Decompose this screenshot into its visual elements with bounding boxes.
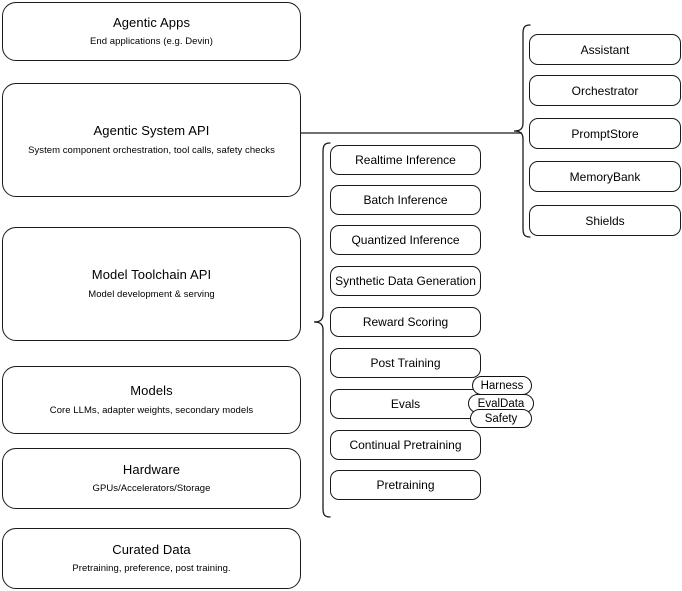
- capability-chip-synthetic-data-generation[interactable]: Synthetic Data Generation: [330, 266, 481, 296]
- system-component-chip-assistant[interactable]: Assistant: [529, 34, 681, 65]
- layer-box-curated-data[interactable]: Curated Data Pretraining, preference, po…: [2, 528, 301, 589]
- capability-label: Evals: [390, 397, 421, 411]
- layer-subtitle: Model development & serving: [88, 288, 215, 300]
- capability-label: Realtime Inference: [355, 153, 456, 167]
- capability-label: Batch Inference: [363, 193, 448, 207]
- eval-pill-label: Safety: [484, 412, 518, 425]
- layer-box-models[interactable]: Models Core LLMs, adapter weights, secon…: [2, 366, 301, 434]
- system-component-chip-memorybank[interactable]: MemoryBank: [529, 161, 681, 192]
- eval-pill-harness[interactable]: Harness: [472, 376, 532, 395]
- layer-subtitle: Core LLMs, adapter weights, secondary mo…: [49, 404, 254, 416]
- capability-label: Continual Pretraining: [349, 438, 462, 452]
- brace-model-toolchain-capabilities: [312, 142, 332, 518]
- system-component-chip-shields[interactable]: Shields: [529, 205, 681, 236]
- layer-box-agentic-system-api[interactable]: Agentic System API System component orch…: [2, 83, 301, 197]
- system-component-chip-promptstore[interactable]: PromptStore: [529, 118, 681, 149]
- capability-chip-quantized-inference[interactable]: Quantized Inference: [330, 225, 481, 255]
- layer-title: Models: [130, 383, 173, 399]
- layer-subtitle: Pretraining, preference, post training.: [72, 563, 231, 575]
- layer-title: Agentic System API: [93, 123, 210, 139]
- layer-subtitle: System component orchestration, tool cal…: [28, 144, 275, 156]
- eval-pill-safety[interactable]: Safety: [470, 409, 532, 428]
- capability-label: Synthetic Data Generation: [335, 274, 476, 288]
- capability-label: Quantized Inference: [351, 233, 460, 247]
- system-component-label: Shields: [585, 213, 625, 228]
- capability-chip-reward-scoring[interactable]: Reward Scoring: [330, 307, 481, 337]
- layer-title: Model Toolchain API: [91, 267, 212, 283]
- layer-title: Agentic Apps: [112, 14, 191, 30]
- capability-label: Reward Scoring: [362, 315, 449, 329]
- system-component-label: Orchestrator: [571, 83, 639, 98]
- capability-chip-evals[interactable]: Evals: [330, 389, 481, 419]
- layer-subtitle: End applications (e.g. Devin): [90, 36, 213, 48]
- system-component-label: PromptStore: [571, 126, 639, 141]
- layer-title: Curated Data: [112, 541, 191, 557]
- capability-label: Pretraining: [376, 478, 435, 492]
- eval-pill-label: EvalData: [477, 397, 525, 410]
- layer-subtitle: GPUs/Accelerators/Storage: [92, 483, 211, 495]
- capability-chip-post-training[interactable]: Post Training: [330, 348, 481, 378]
- capability-chip-batch-inference[interactable]: Batch Inference: [330, 185, 481, 215]
- capability-label: Post Training: [370, 356, 441, 370]
- layer-box-hardware[interactable]: Hardware GPUs/Accelerators/Storage: [2, 448, 301, 509]
- system-component-label: MemoryBank: [569, 169, 641, 184]
- system-component-label: Assistant: [580, 42, 630, 57]
- layer-title: Hardware: [122, 461, 181, 477]
- layer-box-model-toolchain-api[interactable]: Model Toolchain API Model development & …: [2, 227, 301, 341]
- system-component-chip-orchestrator[interactable]: Orchestrator: [529, 75, 681, 106]
- eval-pill-label: Harness: [480, 379, 524, 392]
- connector-line-agentic-system-api: [300, 126, 522, 140]
- capability-chip-realtime-inference[interactable]: Realtime Inference: [330, 145, 481, 175]
- capability-chip-pretraining[interactable]: Pretraining: [330, 470, 481, 500]
- layer-box-agentic-apps[interactable]: Agentic Apps End applications (e.g. Devi…: [2, 2, 301, 61]
- capability-chip-continual-pretraining[interactable]: Continual Pretraining: [330, 430, 481, 460]
